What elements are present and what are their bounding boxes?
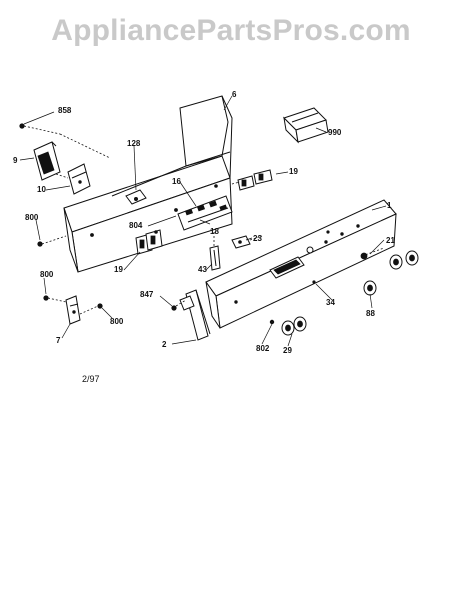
callout-9: 9 (13, 156, 18, 165)
callout-800-b: 800 (40, 270, 54, 279)
left-end-cap (33, 141, 61, 181)
callout-847: 847 (140, 290, 154, 299)
callout-23: 23 (253, 234, 262, 243)
clip-23 (231, 235, 251, 249)
callout-34: 34 (326, 298, 335, 307)
control-board (177, 195, 233, 231)
clip-43 (209, 245, 221, 271)
assembly-lines (23, 125, 385, 315)
callout-802: 802 (256, 344, 270, 353)
callout-990: 990 (328, 128, 342, 137)
callout-2: 2 (162, 340, 167, 349)
callout-128: 128 (127, 139, 141, 148)
front-control-panel (205, 199, 397, 329)
connector-left (135, 229, 163, 255)
diagram-date: 2/97 (82, 374, 100, 384)
callout-88: 88 (366, 309, 375, 318)
callout-18: 18 (210, 227, 219, 236)
bracket-2 (179, 289, 211, 341)
callout-labels: 858 6 990 9 128 16 19 10 1 800 804 18 23… (13, 90, 395, 355)
callout-1: 1 (387, 201, 392, 210)
screws (19, 123, 275, 325)
callout-21: 21 (386, 236, 395, 245)
callout-19-top: 19 (289, 167, 298, 176)
callout-19-lower: 19 (114, 265, 123, 274)
callout-43: 43 (198, 265, 207, 274)
connector-top (214, 169, 273, 191)
backguard-housing (63, 95, 233, 273)
leader-lines (19, 95, 387, 347)
callout-800-c: 800 (110, 317, 124, 326)
control-knobs (281, 250, 419, 336)
callout-7: 7 (56, 336, 61, 345)
callout-16: 16 (172, 177, 181, 186)
bracket-10 (67, 163, 91, 195)
callout-29: 29 (283, 346, 292, 355)
callout-10: 10 (37, 185, 46, 194)
callout-6: 6 (232, 90, 237, 99)
part-990-block (283, 107, 329, 144)
callout-804: 804 (129, 221, 143, 230)
callout-800-a: 800 (25, 213, 39, 222)
callout-858: 858 (58, 106, 72, 115)
bracket-7 (65, 295, 81, 325)
watermark-logo: AppliancePartsPros.com (51, 14, 411, 47)
